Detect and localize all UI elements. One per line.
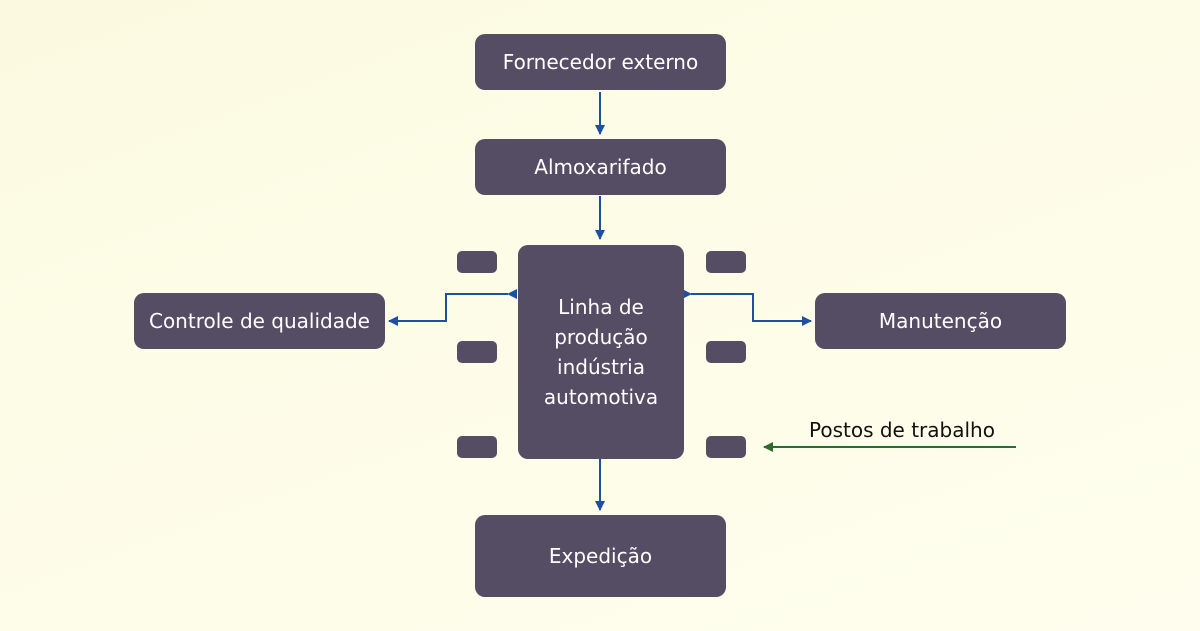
node-linha-de-producao: Linha de produção indústria automotiva: [518, 245, 684, 459]
node-expedicao: Expedição: [475, 515, 726, 597]
node-controle-de-qualidade: Controle de qualidade: [134, 293, 385, 349]
workstation-right-3: [706, 436, 746, 458]
linha-line-4: automotiva: [543, 385, 659, 409]
node-fornecedor-externo: Fornecedor externo: [475, 34, 726, 90]
workstation-left-3: [457, 436, 497, 458]
linha-line-2: produção: [554, 325, 648, 349]
postos-de-trabalho-label: Postos de trabalho: [809, 418, 995, 442]
linha-line-3: indústria: [557, 355, 645, 379]
workstation-right-1: [706, 251, 746, 273]
arrow-linha-qualidade-bidirectional: [388, 289, 517, 326]
arrow-linha-manutencao-bidirectional: [682, 289, 812, 326]
workstation-right-2: [706, 341, 746, 363]
workstation-left-1: [457, 251, 497, 273]
node-almoxarifado: Almoxarifado: [475, 139, 726, 195]
linha-line-1: Linha de: [558, 295, 644, 319]
node-manutencao: Manutenção: [815, 293, 1066, 349]
workstation-left-2: [457, 341, 497, 363]
